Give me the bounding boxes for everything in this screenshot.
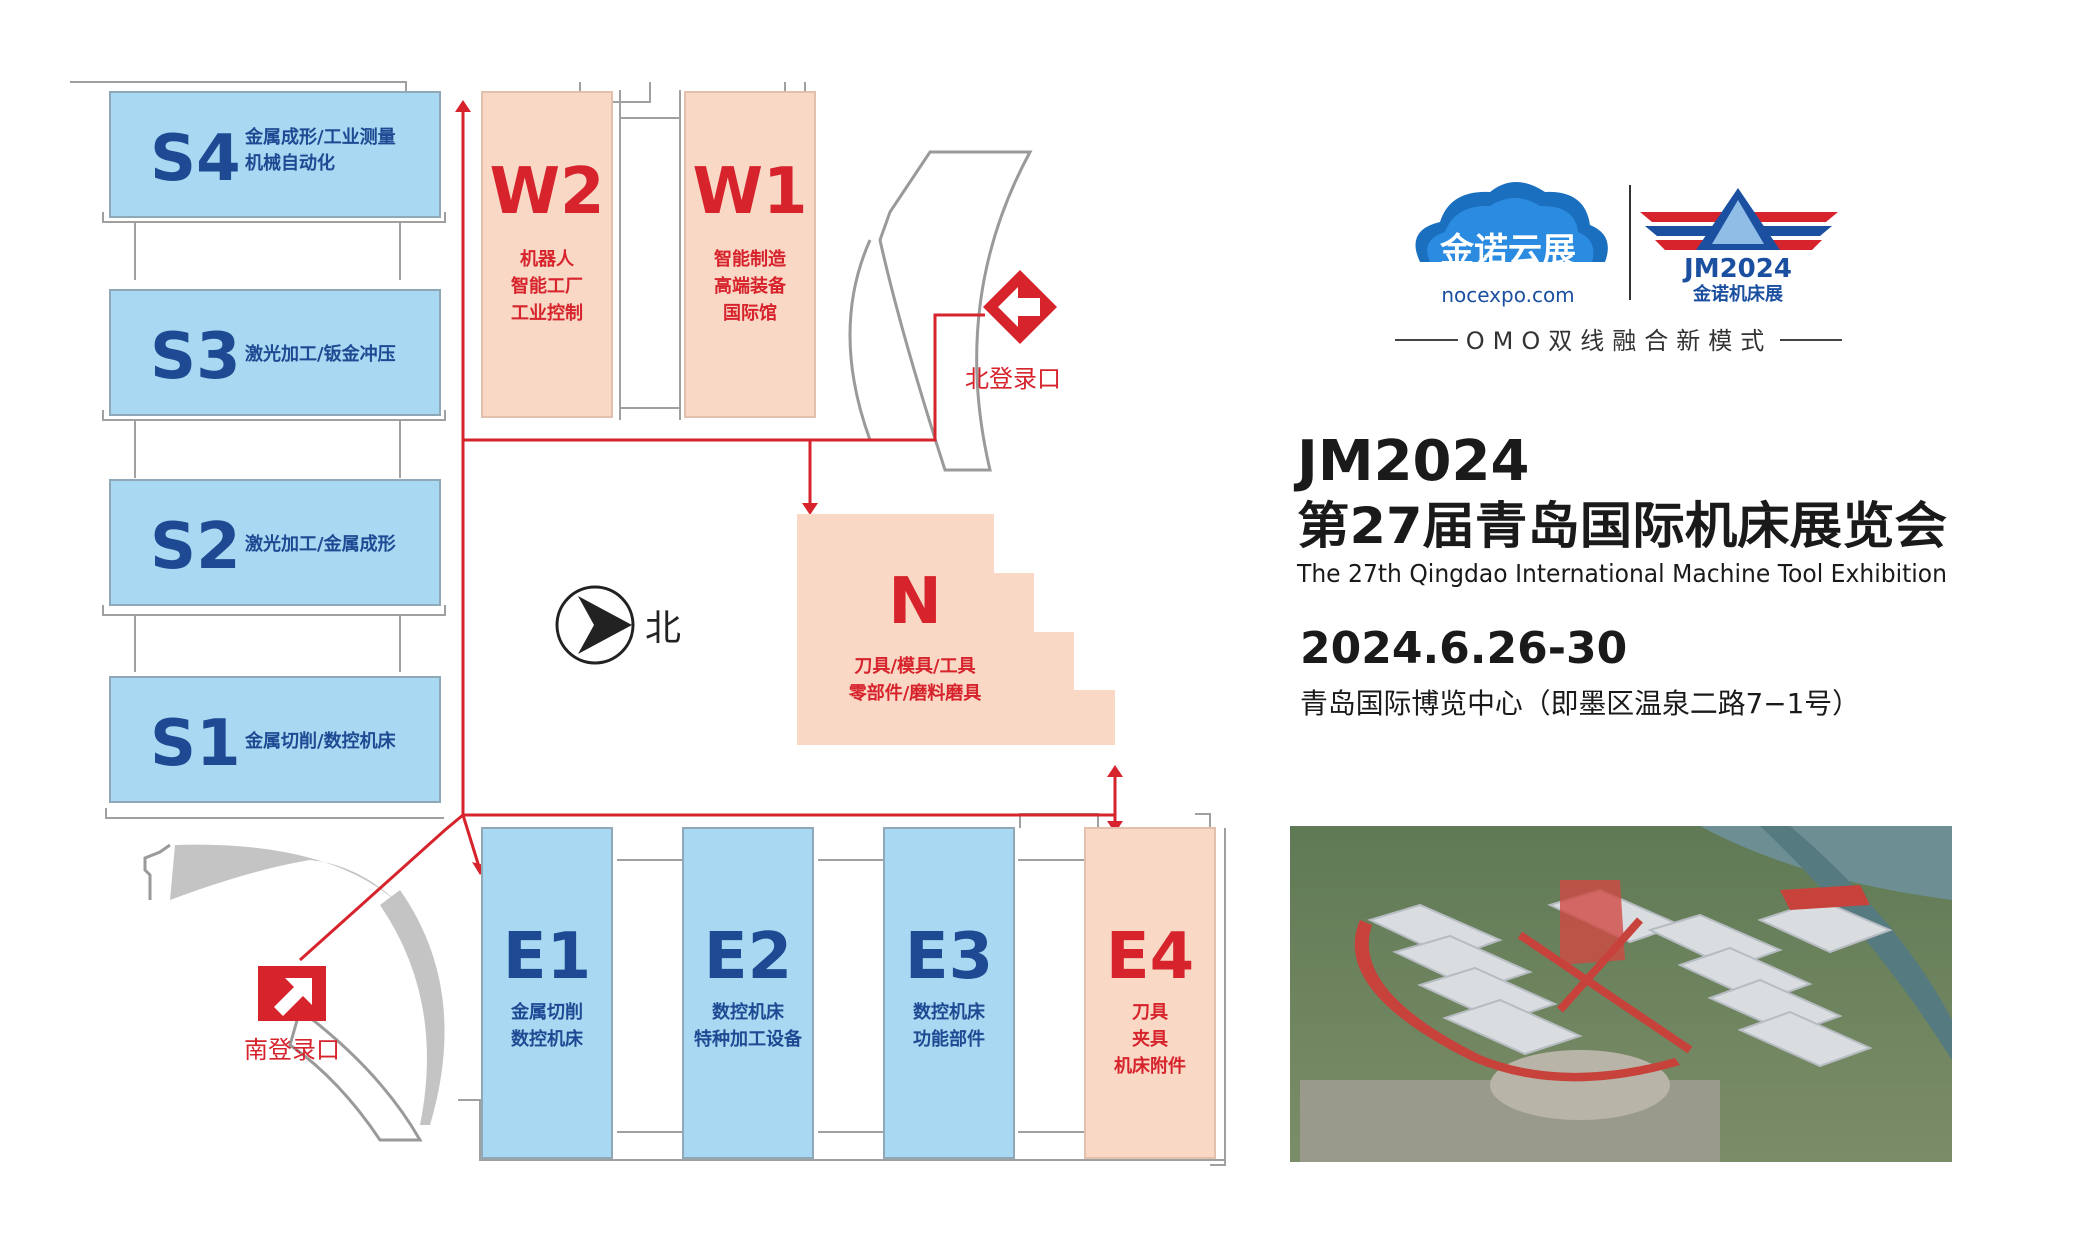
north-entrance-label: 北登录口 [965, 365, 1061, 393]
hall-w2-code: W2 [489, 155, 604, 229]
jm-logo-year: JM2024 [1682, 254, 1792, 284]
hall-n-block [797, 514, 1115, 745]
hall-e1-block [481, 827, 613, 1159]
hall-e4-code: E4 [1106, 920, 1194, 994]
hall-e4-desc-line: 机床附件 [1114, 1055, 1186, 1077]
event-title-cn: 第27届青岛国际机床展览会 [1297, 497, 1947, 555]
hall-e2-code: E2 [704, 920, 792, 994]
hall-e2-desc-line: 数控机床 [712, 1001, 785, 1023]
hall-w1-desc-line: 高端装备 [714, 275, 787, 297]
hall-e3-block [883, 827, 1015, 1159]
event-venue: 青岛国际博览中心（即墨区温泉二路7−1号） [1300, 687, 1860, 720]
hall-s4-desc-line: 机械自动化 [245, 152, 335, 174]
compass: 北 [555, 585, 681, 665]
aerial-photo [1290, 826, 1952, 1162]
up-right-arrow-icon [274, 978, 312, 1016]
cloud-logo-text: 金诺云展 [1439, 231, 1576, 271]
hall-n-desc-line: 零部件/磨料磨具 [848, 682, 982, 704]
hall-s4-code: S4 [150, 122, 241, 196]
hall-s1-desc-line: 金属切削/数控机床 [244, 730, 397, 752]
hall-e4-desc-line: 刀具 [1132, 1002, 1168, 1023]
south-entrance[interactable]: 南登录口 [244, 966, 340, 1064]
hall-s2-block [109, 479, 441, 606]
hall-e4-block [1084, 827, 1216, 1159]
hall-s4-desc-line: 金属成形/工业测量 [244, 126, 396, 148]
hall-n-code: N [888, 565, 942, 639]
hall-e1-desc-line: 金属切削 [510, 1001, 583, 1023]
hall-s4-block [109, 91, 441, 218]
event-code: JM2024 [1293, 429, 1529, 494]
hall-e3-desc-line: 数控机床 [913, 1001, 986, 1023]
road-curves [143, 150, 1033, 1142]
hall-s1-code: S1 [150, 707, 241, 781]
hall-e3-desc-line: 功能部件 [913, 1028, 985, 1050]
hall-e3-code: E3 [905, 920, 993, 994]
hall-e2-block [682, 827, 814, 1159]
south-entrance-label: 南登录口 [244, 1036, 340, 1064]
hall-w2-desc-line: 机器人 [520, 249, 575, 270]
hall-e1-desc-line: 数控机床 [511, 1028, 584, 1050]
hall-w2-desc-line: 工业控制 [511, 302, 583, 324]
hall-w1-block [684, 91, 816, 418]
nocexpo-logo: 金诺云展 nocexpo.com [1415, 182, 1608, 307]
hall-s1-block [109, 676, 441, 803]
jm-logo-name: 金诺机床展 [1692, 283, 1784, 305]
compass-arrow-icon [578, 596, 632, 654]
cloud-logo-url: nocexpo.com [1441, 283, 1574, 307]
jm-logo: JM2024 金诺机床展 [1640, 188, 1838, 305]
hall-e2-desc-line: 特种加工设备 [694, 1028, 803, 1050]
hall-e1-code: E1 [503, 920, 591, 994]
hall-w2-desc-line: 智能工厂 [511, 275, 583, 297]
event-date: 2024.6.26-30 [1300, 623, 1627, 674]
slogan-text: OMO双线融合新模式 [1466, 327, 1773, 355]
hall-w1-desc-line: 国际馆 [723, 302, 777, 324]
hall-n-desc-line: 刀具/模具/工具 [854, 655, 975, 677]
hall-w1-code: W1 [692, 155, 807, 229]
left-arrow-icon [998, 287, 1040, 327]
event-title-en: The 27th Qingdao International Machine T… [1296, 559, 1947, 588]
hall-s3-block [109, 289, 441, 416]
hall-s2-code: S2 [150, 510, 241, 584]
slogan: OMO双线融合新模式 [1395, 327, 1842, 355]
hall-s2-desc-line: 激光加工/金属成形 [245, 533, 396, 555]
hall-s3-code: S3 [150, 320, 241, 394]
compass-label: 北 [645, 608, 681, 649]
hall-w1-desc-line: 智能制造 [714, 248, 786, 270]
hall-e4-desc-line: 夹具 [1132, 1028, 1168, 1050]
north-entrance[interactable]: 北登录口 [965, 270, 1061, 393]
hall-w2-block [481, 91, 613, 418]
hall-s3-desc-line: 激光加工/钣金冲压 [245, 343, 396, 365]
